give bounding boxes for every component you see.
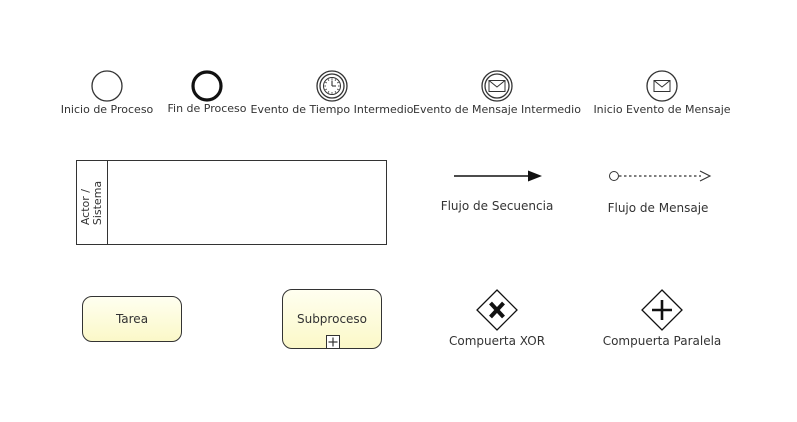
task-label: Tarea xyxy=(115,312,149,326)
xor-gateway-icon xyxy=(476,289,518,331)
end-event-icon xyxy=(191,70,223,102)
plus-icon xyxy=(652,300,672,320)
sequence-flow-arrow xyxy=(454,170,542,182)
message-start-event-icon xyxy=(646,70,678,102)
sequence-flow-label: Flujo de Secuencia xyxy=(440,199,554,213)
xor-gateway-label: Compuerta XOR xyxy=(448,334,546,348)
subprocess-label: Subproceso xyxy=(296,312,368,326)
envelope-icon xyxy=(653,80,671,92)
pool: Actor / Sistema xyxy=(76,160,387,245)
lane-header: Actor / Sistema xyxy=(77,161,108,244)
lane-label: Actor / Sistema xyxy=(79,180,104,225)
task-shape: Tarea xyxy=(82,296,182,342)
parallel-gateway-label: Compuerta Paralela xyxy=(602,334,722,348)
message-flow-arrow xyxy=(609,170,712,182)
start-event-label: Inicio de Proceso xyxy=(60,103,154,116)
parallel-gateway-icon xyxy=(641,289,683,331)
envelope-icon xyxy=(488,80,506,92)
timer-event-label: Evento de Tiempo Intermedio xyxy=(250,103,414,116)
message-flow-label: Flujo de Mensaje xyxy=(607,201,709,215)
plus-box-icon xyxy=(326,335,340,349)
message-start-event-label: Inicio Evento de Mensaje xyxy=(593,103,731,116)
lane-label-line-2: Sistema xyxy=(91,180,104,225)
subprocess-shape: Subproceso xyxy=(282,289,382,349)
message-intermediate-event-icon xyxy=(481,70,513,102)
x-icon xyxy=(489,301,505,319)
end-event-label: Fin de Proceso xyxy=(167,102,247,115)
message-intermediate-event-label: Evento de Mensaje Intermedio xyxy=(413,103,581,116)
clock-icon xyxy=(323,77,341,95)
start-event-icon xyxy=(91,70,123,102)
timer-event-icon xyxy=(316,70,348,102)
